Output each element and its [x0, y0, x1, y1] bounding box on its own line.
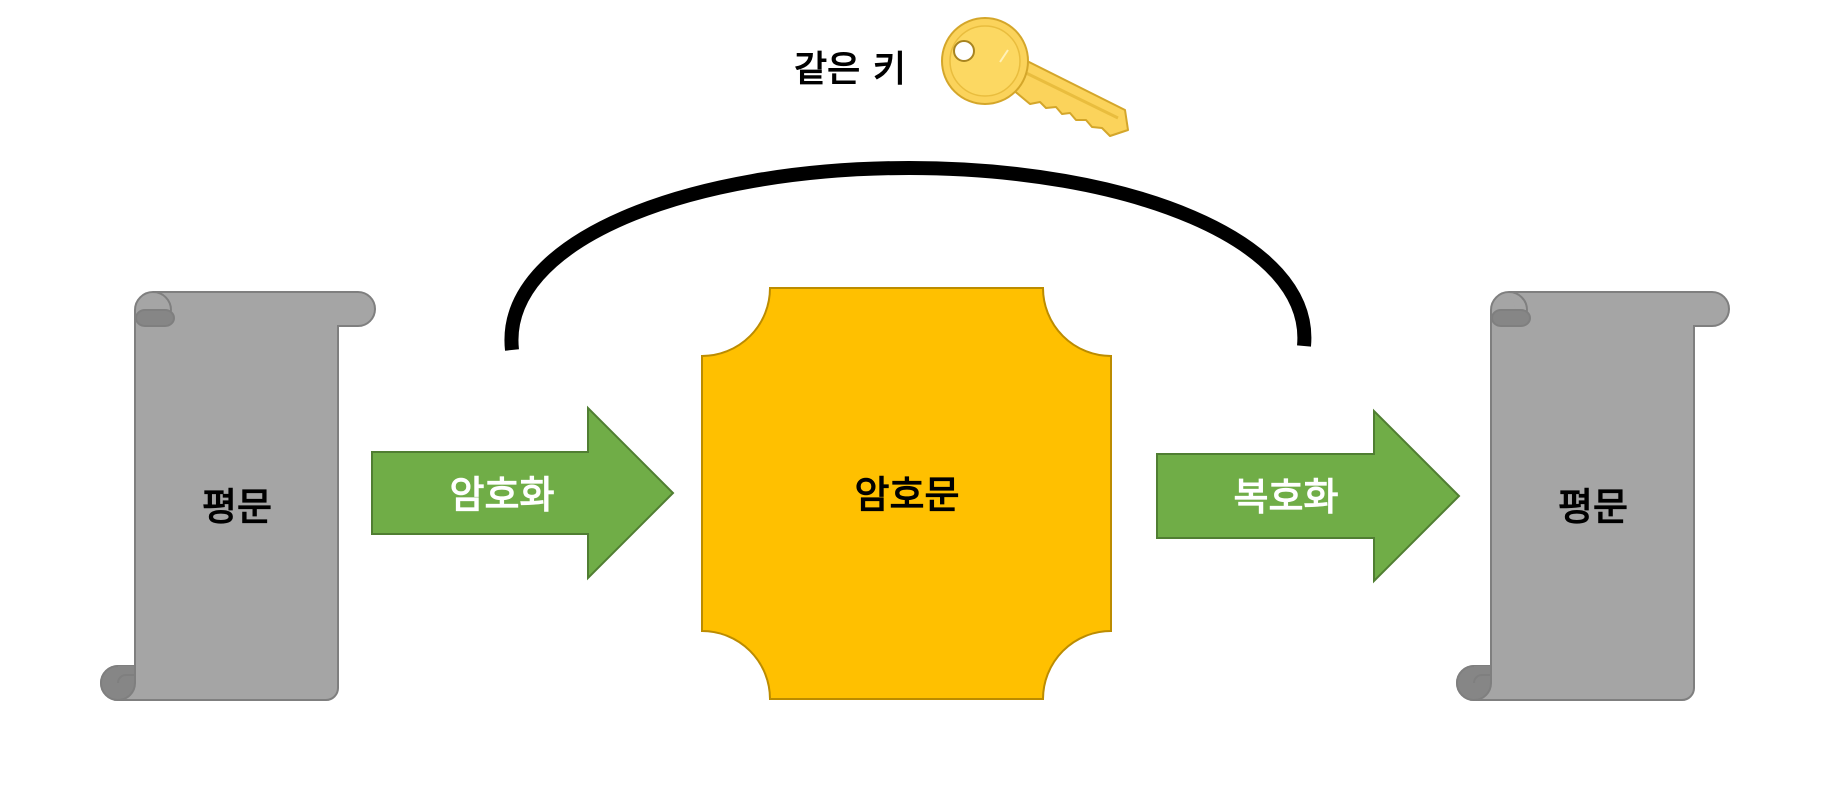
decrypt-label: 복호화 [1234, 475, 1339, 519]
left-plaintext-scroll [100, 291, 376, 702]
shared-key-arc [504, 160, 1312, 351]
encrypt-arrow [371, 405, 675, 581]
ciphertext-label: 암호문 [855, 473, 960, 517]
left-plaintext-label: 평문 [202, 485, 272, 529]
right-plaintext-label: 평문 [1558, 485, 1628, 529]
ciphertext-block [701, 287, 1112, 700]
key-icon [941, 17, 1129, 137]
right-plaintext-scroll [1456, 291, 1730, 702]
encrypt-label: 암호화 [450, 473, 555, 517]
decrypt-arrow [1156, 408, 1461, 584]
key-label: 같은 키 [794, 49, 906, 90]
